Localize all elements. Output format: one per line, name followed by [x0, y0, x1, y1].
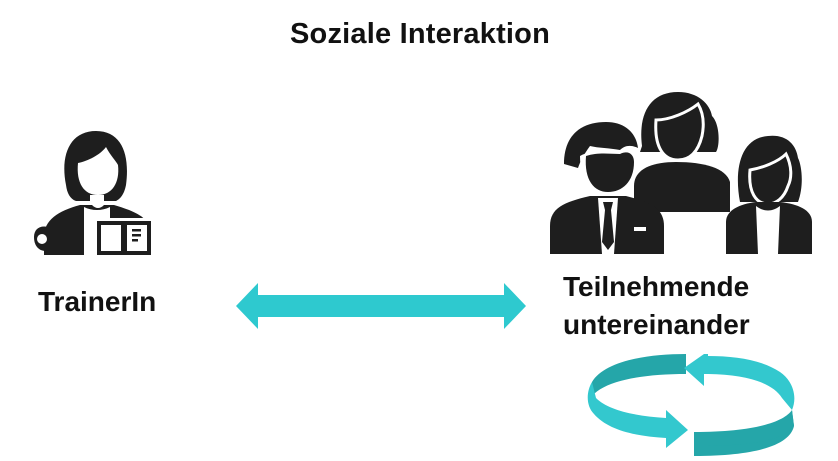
trainer-with-book-icon [30, 125, 160, 255]
circular-arrows-icon [584, 352, 796, 458]
participants-label: Teilnehmende untereinander [563, 268, 750, 344]
double-arrow-icon [236, 281, 526, 331]
participants-label-line1: Teilnehmende [563, 271, 750, 302]
group-of-people-icon [550, 86, 812, 254]
participants-label-line2: untereinander [563, 309, 750, 340]
diagram-title: Soziale Interaktion [289, 18, 551, 50]
trainer-label: TrainerIn [38, 286, 157, 317]
